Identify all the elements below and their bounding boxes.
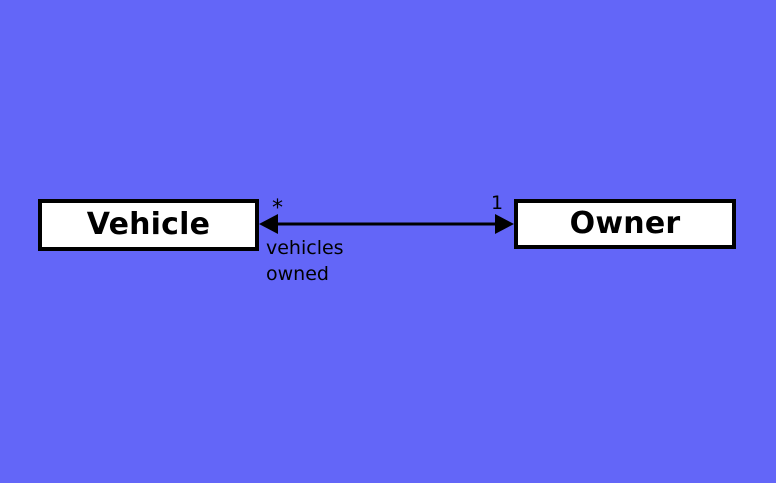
class-box-owner[interactable]: Owner <box>514 199 736 249</box>
role-label-line-1: vehicles <box>266 237 344 259</box>
class-box-vehicle[interactable]: Vehicle <box>38 199 259 251</box>
arrowhead-toward-owner <box>495 214 514 234</box>
association-role-label: vehicles owned <box>266 235 344 287</box>
arrowhead-toward-vehicle <box>259 214 278 234</box>
multiplicity-vehicle-end: * <box>272 196 283 221</box>
multiplicity-owner-end: 1 <box>491 192 504 214</box>
class-name-owner: Owner <box>569 206 681 241</box>
role-label-line-2: owned <box>266 263 329 285</box>
class-name-vehicle: Vehicle <box>86 207 211 242</box>
